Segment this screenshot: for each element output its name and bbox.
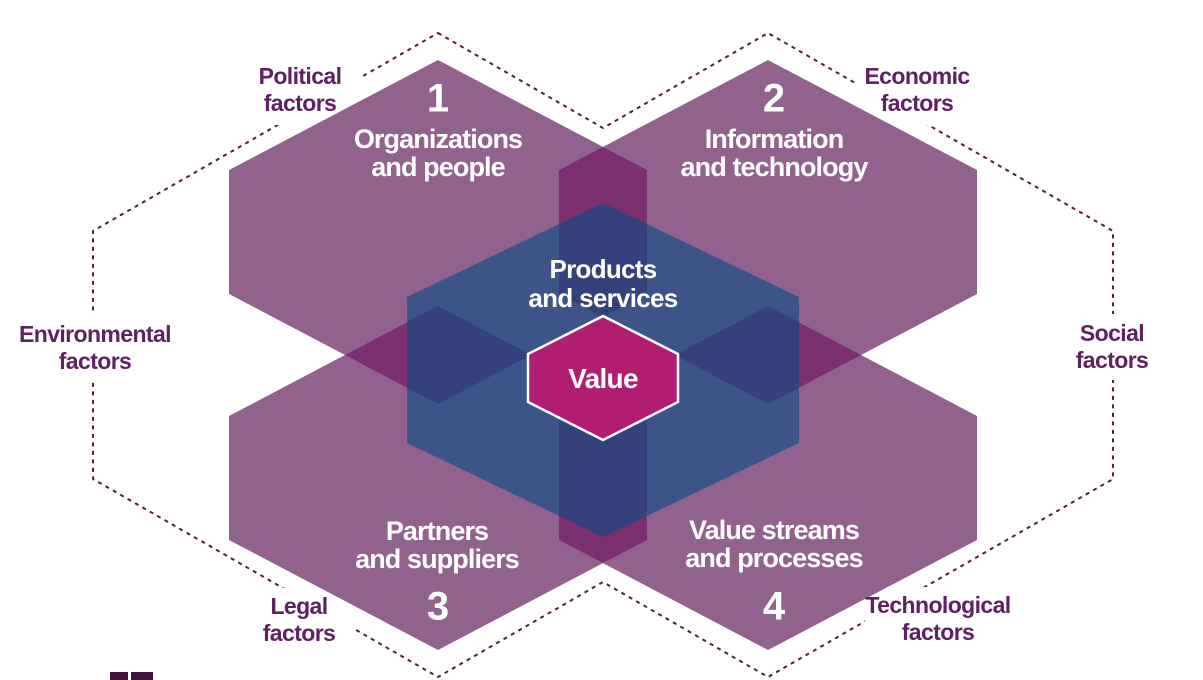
economic-factors-line2: factors [880,90,954,116]
technological-factors-line2: factors [901,619,975,645]
value-label: Value [568,363,638,394]
label-mask-social [1045,314,1180,380]
label-mask-environmental [15,315,175,381]
dimension-2-label-line1: Information [704,124,844,154]
dimension-1-label-line2: and people [371,152,505,182]
political-factors-line2: factors [263,90,337,116]
products-services-label-line2: and services [528,283,678,313]
social-factors-label: Social factors [1076,320,1149,374]
environmental-factors-line2: factors [58,348,132,374]
label-mask-technological [865,587,1011,651]
dashed-boundary-outline [92,31,1114,679]
environmental-factors-line1: Environmental [19,321,172,347]
social-factors-line1: Social [1079,320,1145,346]
dimension-1-number: 1 [426,76,450,121]
legal-factors-line1: Legal [270,593,328,619]
economic-factors-line1: Economic [864,63,970,89]
dimension-2-label-line2: and technology [680,152,869,182]
economic-factors-label: Economic factors [864,63,970,117]
dimension-3-number: 3 [426,584,450,629]
dimension-3-label: Partners and suppliers [355,516,520,574]
legal-factors-line2: factors [262,620,336,646]
technological-factors-line1: Technological [865,592,1011,618]
dimension-3-label-line2: and suppliers [355,544,520,574]
dimension-4-label: Value streams and processes [685,515,863,573]
political-factors-label: Political factors [259,63,342,117]
dimension-1-label: Organizations and people [353,124,523,182]
label-mask-legal [245,588,355,652]
dimension-1-label-line1: Organizations [353,124,523,154]
political-factors-line1: Political [258,63,342,89]
label-mask-economic [857,55,977,125]
social-factors-line2: factors [1075,347,1149,373]
products-services-label: Products and services [528,254,678,313]
dimension-4-label-line2: and processes [685,543,863,573]
dimension-2-number: 2 [762,76,786,121]
environmental-factors-label: Environmental factors [19,321,172,375]
technological-factors-label: Technological factors [865,592,1011,646]
blue-shade-top [559,203,647,317]
hexagon-value [526,314,680,442]
blue-shade-right [675,306,799,404]
blue-shade-left [407,306,531,404]
products-services-label-line1: Products [549,254,657,284]
dimension-4-label-line1: Value streams [689,515,860,545]
legal-factors-label: Legal factors [263,593,336,647]
dimension-3-label-line1: Partners [385,516,489,546]
dimension-2-label: Information and technology [680,124,869,182]
cropped-bottom-text-fragment [110,672,128,680]
cropped-bottom-text-fragment [131,672,153,680]
dimension-4-number: 4 [762,584,786,629]
